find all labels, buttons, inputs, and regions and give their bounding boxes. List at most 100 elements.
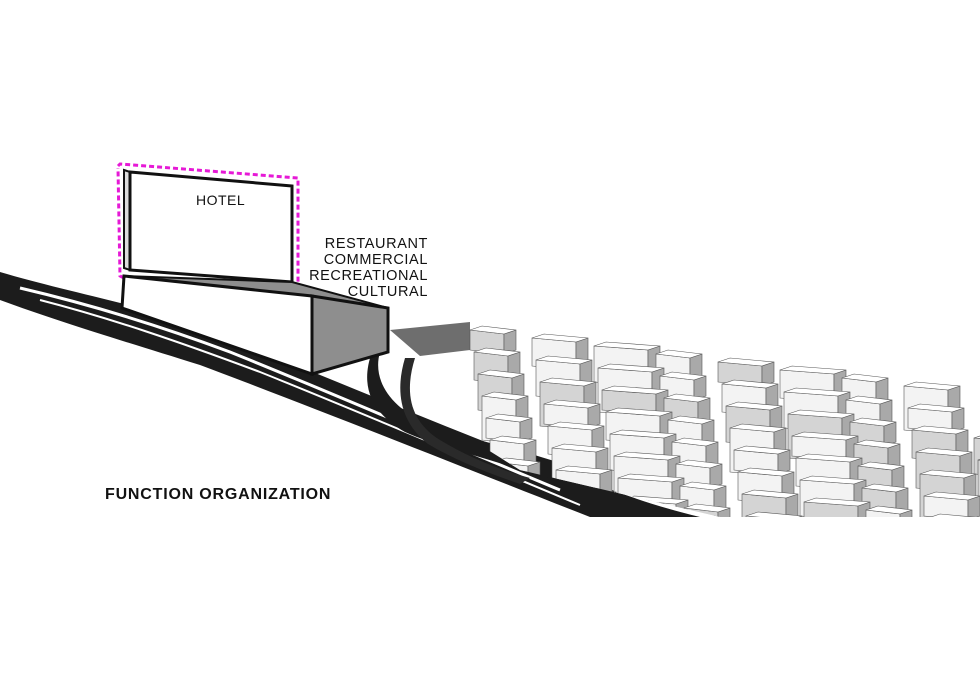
city-block-roof: [803, 497, 871, 507]
city-block-roof: [489, 435, 537, 445]
city-block-front: [928, 518, 972, 550]
city-block-roof: [655, 349, 703, 359]
city-block-roof: [531, 333, 589, 343]
city-block-roof: [841, 373, 889, 383]
city-block-roof: [923, 491, 980, 501]
city-block: [617, 473, 685, 503]
city-block-side: [972, 518, 980, 550]
hotel-label: HOTEL: [196, 192, 246, 208]
city-block: [659, 371, 707, 401]
city-block-side: [717, 507, 731, 517]
city-block: [907, 403, 965, 433]
city-block-roof: [911, 425, 969, 435]
diagram-title: FUNCTION ORGANIZATION: [105, 486, 332, 503]
city-block-roof: [477, 369, 525, 379]
city-block-roof: [845, 395, 893, 405]
city-block: [501, 501, 549, 517]
city-blocks: [469, 325, 980, 550]
city-block-roof: [473, 347, 521, 357]
city-block: [675, 459, 723, 489]
city-block-roof: [915, 447, 973, 457]
city-block-roof: [555, 465, 613, 475]
city-block: [923, 491, 980, 517]
city-block-roof: [787, 409, 855, 419]
city-block-roof: [795, 453, 863, 463]
city-block-roof: [547, 421, 605, 431]
city-block-front: [977, 459, 980, 509]
city-block-roof: [543, 399, 601, 409]
hotel-tower: [116, 162, 300, 288]
city-block-roof: [717, 357, 775, 367]
city-block-side: [607, 513, 621, 517]
city-block-roof: [605, 407, 673, 417]
city-block-front: [683, 507, 719, 517]
city-block-side: [789, 515, 803, 517]
city-block-roof: [501, 501, 549, 511]
city-block-roof: [683, 503, 731, 513]
city-block-roof: [551, 443, 609, 453]
city-block-roof: [481, 391, 529, 401]
program-item-recreational: RECREATIONAL: [309, 268, 428, 284]
city-block-roof: [791, 431, 859, 441]
city-block: [601, 385, 669, 415]
city-block-roof: [675, 459, 723, 469]
city-block-roof: [539, 377, 597, 387]
city-block-roof: [865, 505, 913, 515]
city-block: [803, 497, 871, 517]
city-block: [849, 417, 897, 447]
city-block-roof: [857, 461, 905, 471]
hotel-tower-face: [128, 170, 294, 284]
city-block-roof: [667, 415, 715, 425]
city-block: [927, 513, 980, 550]
city-block-roof: [485, 413, 533, 423]
program-item-restaurant: RESTAURANT: [324, 236, 428, 252]
city-block-roof: [853, 439, 901, 449]
city-block: [791, 431, 859, 461]
city-block-roof: [779, 365, 847, 375]
city-block: [745, 511, 803, 517]
city-block-roof: [927, 513, 980, 517]
city-block: [717, 357, 775, 387]
city-block: [683, 503, 731, 517]
city-block-roof: [671, 437, 719, 447]
city-block-roof: [593, 341, 661, 351]
city-block: [485, 413, 533, 443]
city-block-roof: [849, 417, 897, 427]
city-block-roof: [737, 467, 795, 477]
city-block-roof: [741, 489, 799, 499]
city-block-roof: [861, 483, 909, 493]
city-block: [741, 489, 799, 517]
city-block: [865, 505, 913, 517]
podium-side: [310, 294, 390, 376]
road-branch: [400, 358, 530, 484]
city-block-side: [785, 493, 799, 517]
city-block-roof: [601, 385, 669, 395]
city-block-roof: [725, 401, 783, 411]
city-block-roof: [663, 393, 711, 403]
city-block: [733, 445, 791, 475]
city-block-roof: [613, 451, 681, 461]
city-block-front: [563, 513, 609, 517]
city-block-roof: [745, 511, 803, 517]
city-block-roof: [469, 325, 517, 335]
program-list: RESTAURANT COMMERCIAL RECREATIONAL CULTU…: [309, 236, 428, 300]
plaza-ground: [390, 322, 470, 356]
city-block-roof: [783, 387, 851, 397]
city-block-front: [501, 505, 537, 517]
city-block-roof: [907, 403, 965, 413]
city-block-roof: [659, 371, 707, 381]
city-block-front: [973, 437, 980, 479]
city-block-roof: [729, 423, 787, 433]
city-block-roof: [903, 381, 961, 391]
city-block-front: [745, 515, 791, 517]
city-block-roof: [679, 481, 727, 491]
city-block-roof: [609, 429, 677, 439]
city-block: [543, 399, 601, 429]
city-block-roof: [799, 475, 867, 485]
city-block-roof: [919, 469, 977, 479]
city-block-roof: [733, 445, 791, 455]
city-block: [973, 433, 980, 479]
city-block-roof: [617, 473, 685, 483]
